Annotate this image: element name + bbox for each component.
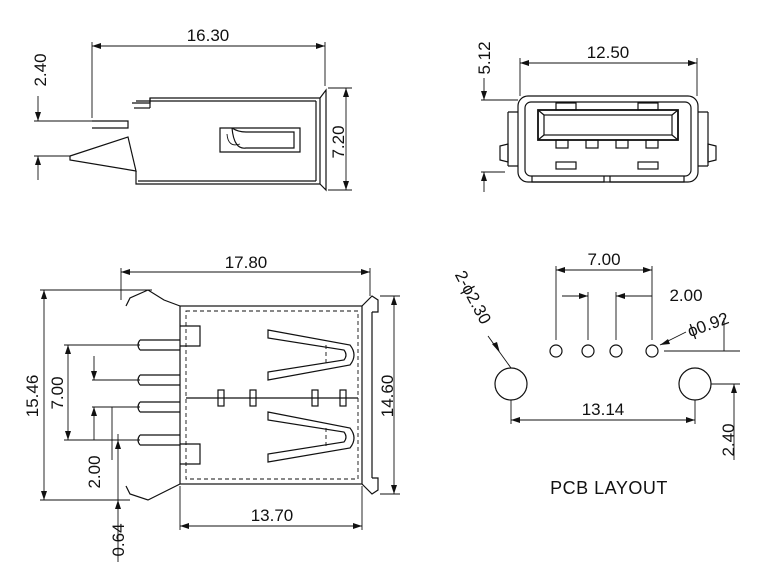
- pcb-layout: 7.00 2.00 ϕ0.92 2-ϕ2.30 13.14: [451, 250, 740, 498]
- pcb-pin-pitch-dimension: 2.00: [669, 286, 702, 305]
- top-offset-dimension: 0.64: [109, 523, 128, 556]
- side-pin-offset-dimension: 2.40: [31, 53, 50, 86]
- top-base-length-dimension: 13.70: [251, 506, 294, 525]
- top-inner-dimension: 14.60: [378, 375, 397, 418]
- pcb-hole-diameter: 2-ϕ2.30: [451, 267, 495, 327]
- pcb-hole-spacing-dimension: 13.14: [582, 400, 625, 419]
- side-view: 16.30 2.40 7.20: [31, 26, 352, 192]
- side-height-dimension: 7.20: [329, 125, 348, 158]
- top-pitch-dimension: 7.00: [48, 376, 67, 409]
- top-pin-pitch-dimension: 2.00: [85, 455, 104, 488]
- top-width-dimension: 15.46: [23, 375, 42, 418]
- pcb-hole-offset-dimension: 2.40: [719, 423, 738, 456]
- front-height-dimension: 5.12: [475, 41, 494, 74]
- side-length-dimension: 16.30: [187, 26, 230, 45]
- top-length-dimension: 17.80: [225, 253, 268, 272]
- pcb-pitch-dimension: 7.00: [587, 250, 620, 269]
- front-width-dimension: 12.50: [587, 43, 630, 62]
- top-view: 17.80 15.46 7.00 2.00 0.64: [23, 253, 400, 562]
- pcb-layout-label: PCB LAYOUT: [550, 478, 668, 498]
- front-view: 12.50 5.12: [475, 41, 717, 192]
